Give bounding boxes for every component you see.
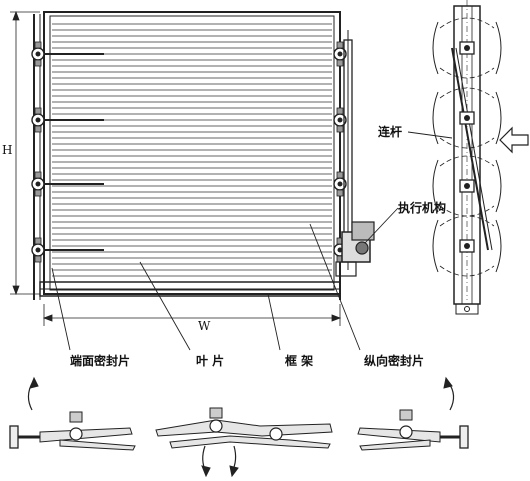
section-detail-left	[9, 376, 136, 451]
shaft-bolt-icon	[333, 171, 347, 197]
blade-shafts	[31, 41, 347, 263]
blade-lines	[52, 23, 332, 277]
curved-arrow-icon	[432, 155, 502, 217]
label-end-seal: 端面密封片	[70, 353, 130, 368]
dimension-w-label: W	[198, 319, 211, 333]
label-blade: 叶 片	[196, 353, 224, 368]
label-linkage: 连杆	[378, 124, 402, 139]
dimension-h-label: H	[2, 143, 12, 157]
shaft-bolt-icon	[31, 237, 45, 263]
shaft-bolt-icon	[333, 41, 347, 67]
actuator-assembly	[335, 30, 375, 277]
label-longitudinal-seal: 纵向密封片	[364, 353, 424, 368]
curved-arrow-icon	[432, 215, 502, 277]
side-blade-pivots	[432, 17, 502, 277]
curved-arrow-icon	[432, 87, 502, 149]
label-frame: 框 架	[285, 353, 313, 368]
dimension-w	[42, 304, 342, 326]
curved-arrow-icon	[432, 17, 502, 79]
shaft-bolt-icon	[31, 171, 45, 197]
section-detail-middle	[155, 407, 333, 478]
dimension-h	[10, 10, 40, 296]
leader-lines	[51, 131, 453, 351]
shaft-bolt-icon	[333, 107, 347, 133]
label-actuator: 执行机构	[398, 200, 446, 215]
front-view	[33, 11, 341, 300]
section-detail-right	[357, 376, 469, 451]
arrow-left-icon	[499, 126, 529, 154]
